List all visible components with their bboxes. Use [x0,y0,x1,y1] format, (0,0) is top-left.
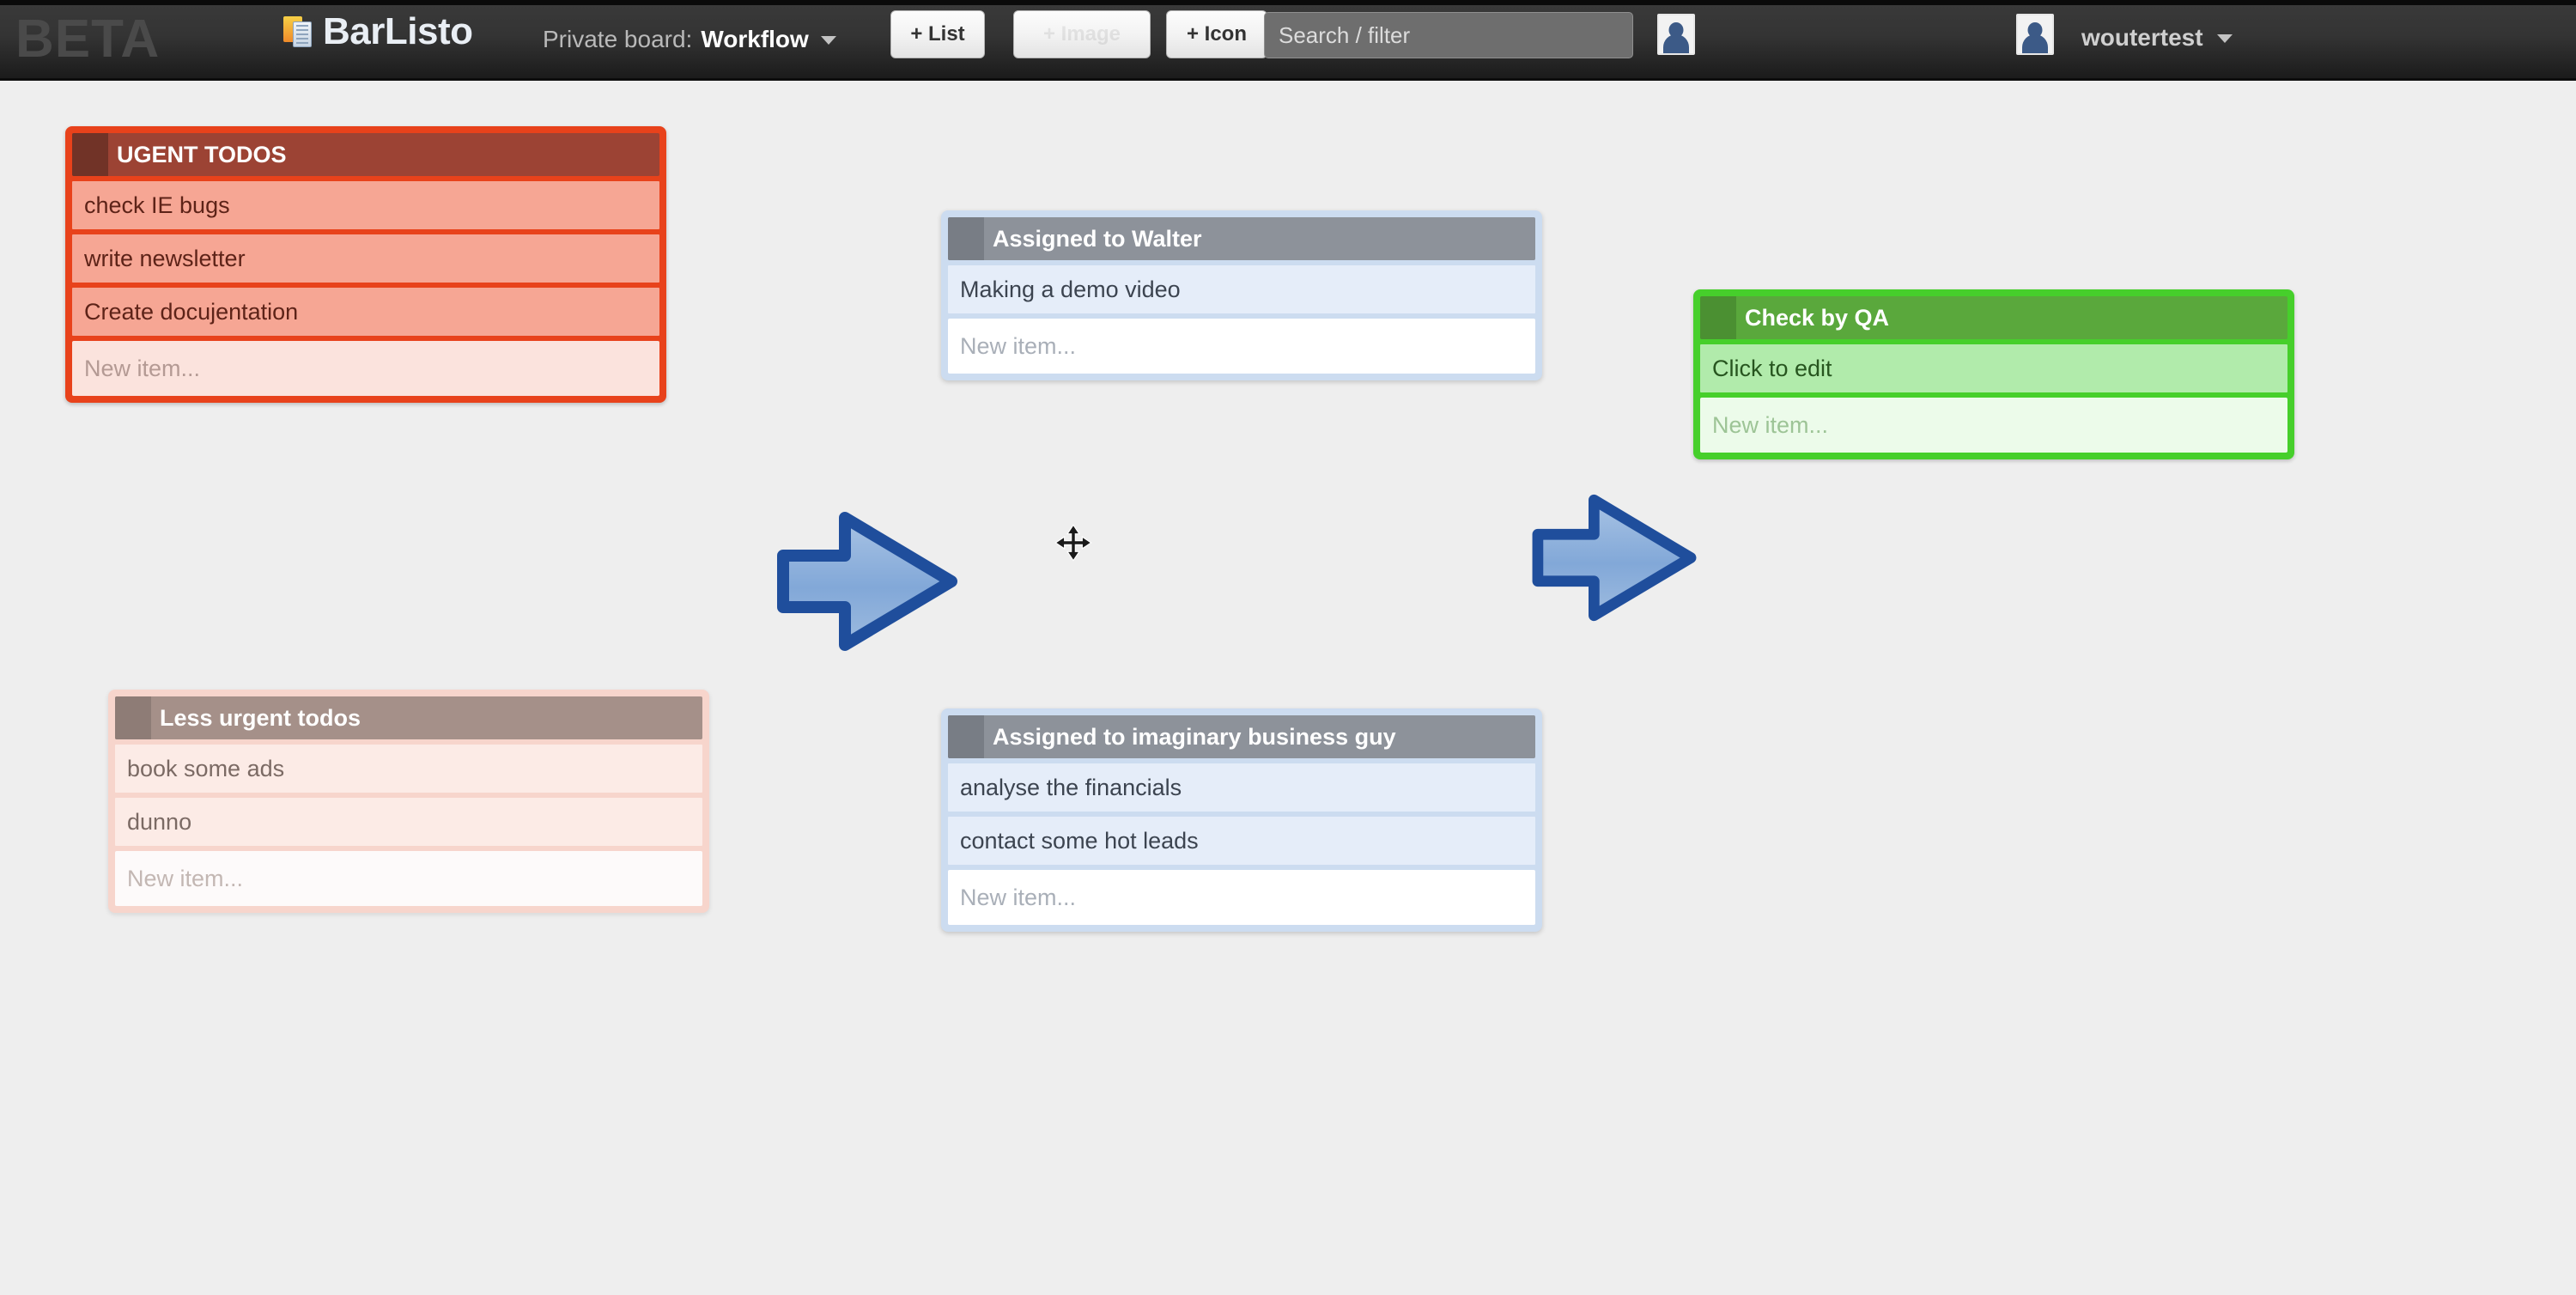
search-placeholder: Search / filter [1279,21,1411,48]
list-card-walter[interactable]: Assigned to Walter Making a demo video N… [941,210,1542,380]
list-item[interactable]: dunno [115,798,702,846]
new-item-input[interactable]: New item... [72,341,659,396]
list-item[interactable]: Making a demo video [948,265,1535,313]
list-item[interactable]: analyse the financials [948,763,1535,812]
top-navigation-bar: BETA BarListo Private board: Workflow + … [0,0,2576,81]
list-title: Check by QA [1745,304,1890,331]
list-document-icon [283,15,314,49]
board-selector[interactable]: Private board: Workflow [543,26,836,53]
list-header[interactable]: Less urgent todos [115,696,702,739]
list-header[interactable]: Check by QA [1700,296,2287,339]
new-item-input[interactable]: New item... [115,851,702,906]
username-label: woutertest [2081,24,2203,51]
add-list-button[interactable]: + List [890,10,985,58]
arrow-right-icon[interactable] [773,504,962,659]
list-item[interactable]: book some ads [115,745,702,793]
drag-handle-icon[interactable] [948,715,984,758]
list-item[interactable]: write newsletter [72,234,659,283]
brand-name: BarListo [323,10,473,52]
add-icon-button[interactable]: + Icon [1166,10,1267,58]
list-item[interactable]: check IE bugs [72,181,659,229]
board-canvas[interactable]: UGENT TODOS check IE bugs write newslett… [0,83,2576,1295]
list-title: Assigned to imaginary business guy [993,723,1396,750]
list-item[interactable]: Click to edit [1700,344,2287,392]
drag-handle-icon[interactable] [72,133,108,176]
drag-handle-icon[interactable] [115,696,151,739]
list-header[interactable]: UGENT TODOS [72,133,659,176]
list-header[interactable]: Assigned to imaginary business guy [948,715,1535,758]
new-item-input[interactable]: New item... [1700,398,2287,453]
board-name-label: Workflow [701,26,809,52]
list-header[interactable]: Assigned to Walter [948,217,1535,260]
add-image-button[interactable]: + Image [1013,10,1151,58]
list-title: Assigned to Walter [993,225,1202,252]
user-avatar-icon[interactable] [2016,14,2054,55]
new-item-input[interactable]: New item... [948,319,1535,374]
list-card-business[interactable]: Assigned to imaginary business guy analy… [941,708,1542,932]
chevron-down-icon [2216,34,2233,43]
list-card-qa[interactable]: Check by QA Click to edit New item... [1693,289,2294,459]
board-prefix-label: Private board: [543,26,693,52]
list-title: Less urgent todos [160,704,361,731]
list-item[interactable]: Create docujentation [72,288,659,336]
drag-handle-icon[interactable] [1700,296,1736,339]
move-cursor [1054,524,1092,562]
search-input[interactable]: Search / filter [1264,12,1633,58]
search-avatar-icon[interactable] [1657,14,1695,55]
brand-logo[interactable]: BarListo [283,10,473,53]
new-item-input[interactable]: New item... [948,870,1535,925]
list-card-urgent[interactable]: UGENT TODOS check IE bugs write newslett… [65,126,666,403]
list-title: UGENT TODOS [117,141,287,167]
list-card-less-urgent[interactable]: Less urgent todos book some ads dunno Ne… [108,690,709,913]
drag-handle-icon[interactable] [948,217,984,260]
beta-watermark: BETA [15,9,161,69]
arrow-right-icon[interactable] [1528,487,1700,629]
user-menu[interactable]: woutertest [2081,24,2233,52]
chevron-down-icon [820,36,836,45]
list-item[interactable]: contact some hot leads [948,817,1535,865]
